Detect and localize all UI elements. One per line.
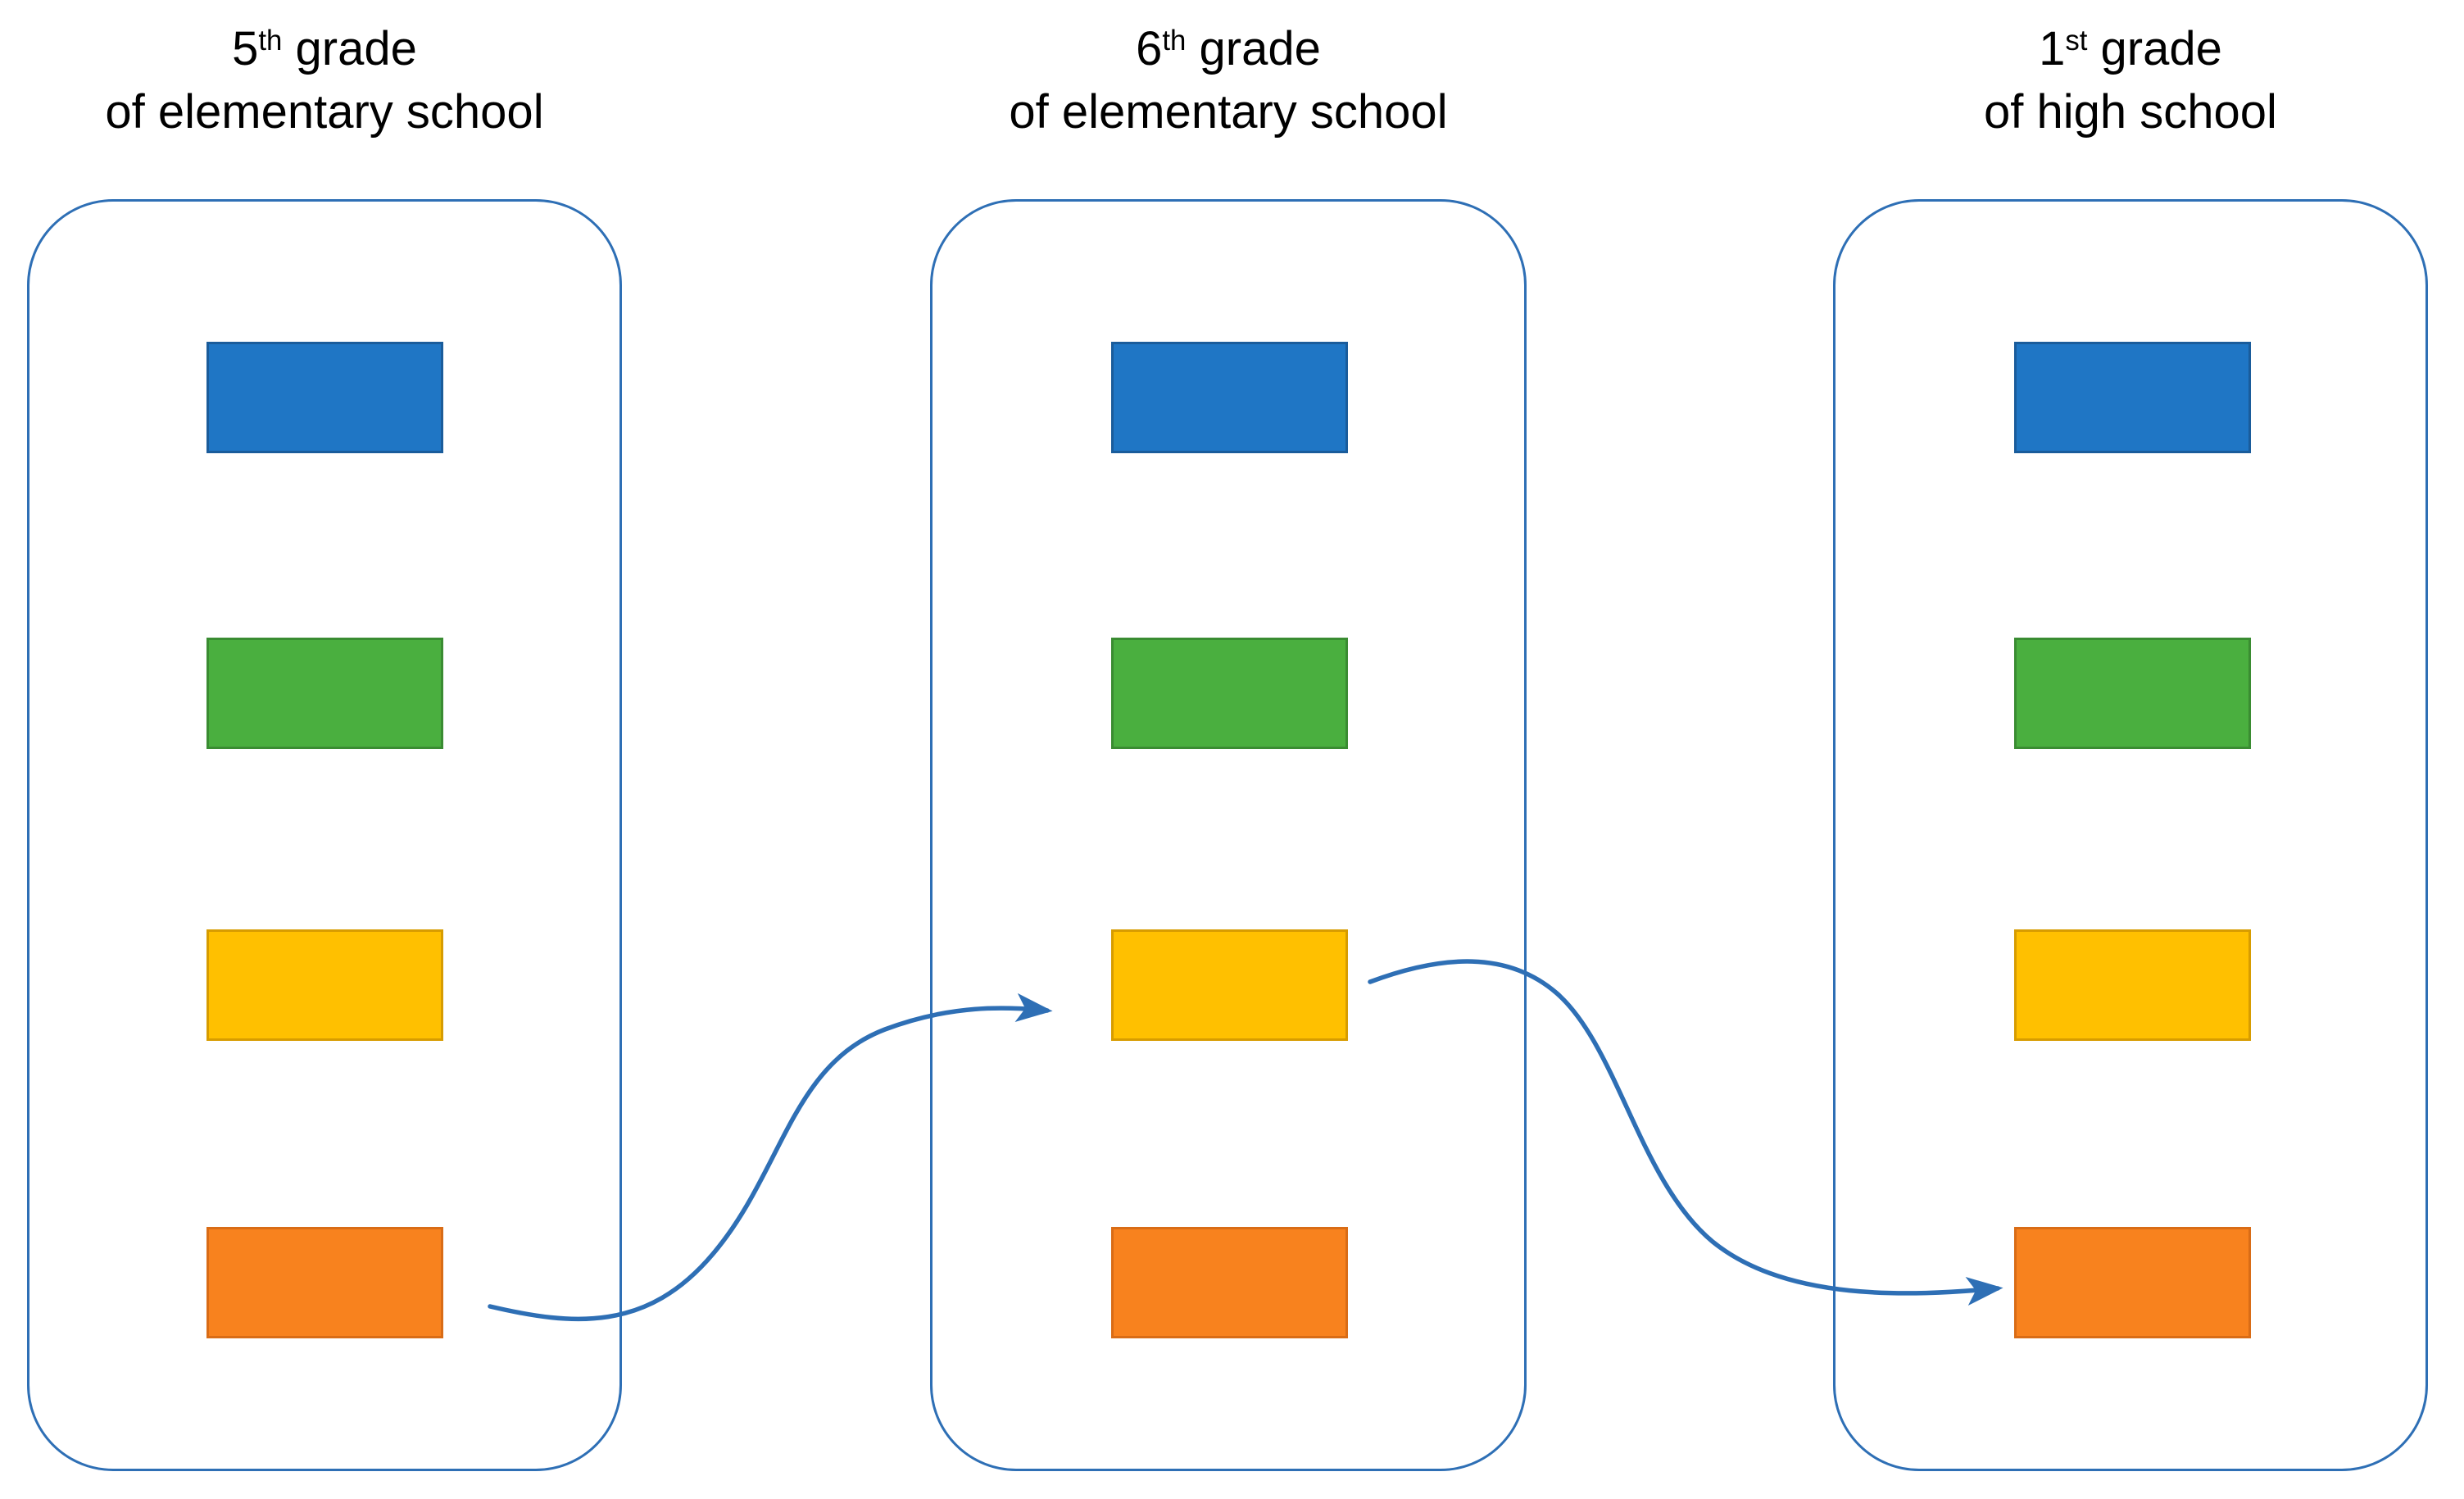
- grade-number: 1: [2039, 22, 2066, 75]
- grade-word: grade: [1186, 22, 1321, 75]
- bar-yellow-grade-1: [2014, 929, 2251, 1041]
- column-grade-6-elementary: 6th grade of elementary school: [930, 0, 1527, 1499]
- bar-green-grade-6: [1111, 638, 1348, 749]
- grade-word: grade: [282, 22, 417, 75]
- column-title-grade-6: 6th grade of elementary school: [930, 18, 1527, 143]
- column-title-grade-5: 5th grade of elementary school: [27, 18, 622, 143]
- bar-orange-grade-5: [206, 1227, 443, 1338]
- column-title-line-2: of elementary school: [105, 84, 544, 139]
- column-title-line-2: of high school: [1984, 84, 2277, 139]
- grade-number: 5: [232, 22, 259, 75]
- grade-ordinal-suffix: th: [1162, 24, 1187, 57]
- bar-blue-grade-5: [206, 342, 443, 453]
- bar-green-grade-1: [2014, 638, 2251, 749]
- grade-word: grade: [2087, 22, 2222, 75]
- column-title-line-1: 5th grade: [27, 18, 622, 81]
- bar-green-grade-5: [206, 638, 443, 749]
- column-title-line-2: of elementary school: [1009, 84, 1448, 139]
- column-title-line-1: 1st grade: [1833, 18, 2428, 81]
- card-grade-5-elementary: [27, 199, 622, 1471]
- column-title-grade-1: 1st grade of high school: [1833, 18, 2428, 143]
- column-grade-1-high: 1st grade of high school: [1833, 0, 2428, 1499]
- bar-orange-grade-6: [1111, 1227, 1348, 1338]
- bar-yellow-grade-5: [206, 929, 443, 1041]
- card-grade-1-high: [1833, 199, 2428, 1471]
- column-grade-5-elementary: 5th grade of elementary school: [27, 0, 622, 1499]
- bar-orange-grade-1: [2014, 1227, 2251, 1338]
- grade-number: 6: [1136, 22, 1163, 75]
- column-title-line-1: 6th grade: [930, 18, 1527, 81]
- grade-ordinal-suffix: st: [2065, 24, 2088, 57]
- grade-ordinal-suffix: th: [258, 24, 283, 57]
- bar-blue-grade-6: [1111, 342, 1348, 453]
- card-grade-6-elementary: [930, 199, 1527, 1471]
- bar-blue-grade-1: [2014, 342, 2251, 453]
- bar-yellow-grade-6: [1111, 929, 1348, 1041]
